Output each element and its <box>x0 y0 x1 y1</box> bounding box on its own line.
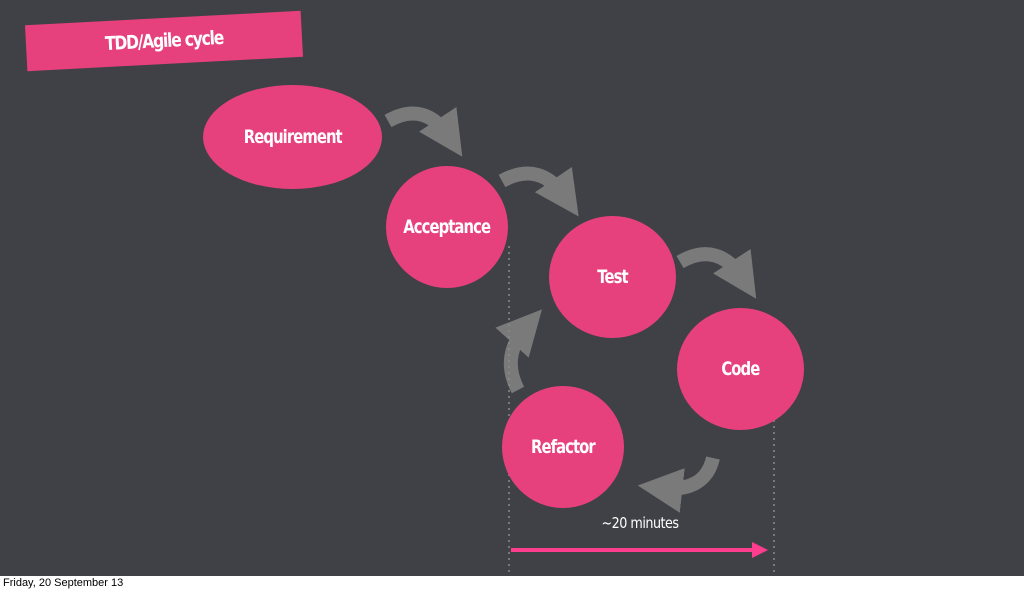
footer-date: Friday, 20 September 13 <box>3 577 124 589</box>
node-code: Code <box>677 308 804 430</box>
cycle-connectors <box>384 106 775 576</box>
node-acceptance-label: Acceptance <box>403 216 492 238</box>
node-test: Test <box>549 216 676 338</box>
node-requirement-label: Requirement <box>243 126 343 148</box>
arrow-acceptance-to-test <box>498 166 579 217</box>
node-acceptance: Acceptance <box>386 166 508 288</box>
slide-canvas: TDD/Agile cycle Requirement Acceptance T… <box>0 0 1024 576</box>
node-test-label: Test <box>597 266 628 288</box>
arrow-refactor-to-test <box>495 309 542 394</box>
node-code-label: Code <box>721 358 761 380</box>
arrow-code-to-refactor <box>637 456 720 513</box>
arrow-requirement-to-acceptance <box>384 106 463 157</box>
timeline-duration-label: ~20 minutes <box>601 514 679 532</box>
node-requirement: Requirement <box>203 85 382 189</box>
node-refactor: Refactor <box>502 386 624 508</box>
node-refactor-label: Refactor <box>531 436 596 458</box>
arrow-test-to-code <box>676 247 757 299</box>
